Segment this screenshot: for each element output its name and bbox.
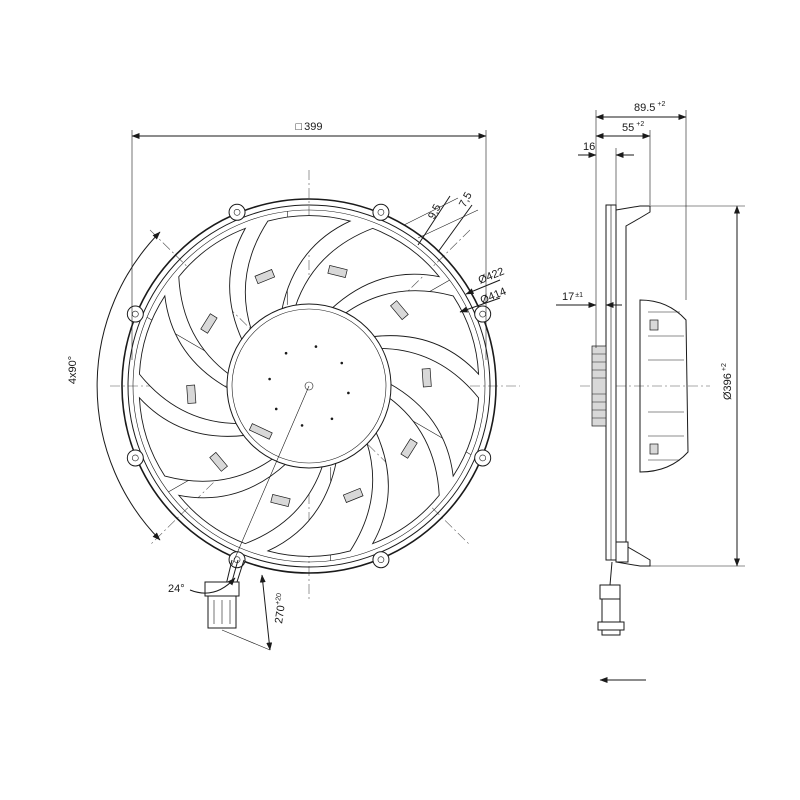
blade-clip	[421, 368, 432, 388]
ring-dim-b-label: 7,5	[457, 190, 475, 209]
mounting-hole	[377, 209, 385, 216]
mounting-hole	[132, 454, 139, 462]
hub-screw	[330, 417, 334, 421]
mounting-ear	[126, 449, 144, 467]
fan-blade	[294, 227, 441, 310]
cable-assembly	[204, 559, 245, 629]
cable-angle-label: 24°	[168, 583, 185, 595]
mounting-ears	[126, 203, 492, 569]
hub-screw	[314, 345, 318, 348]
outer-ring-inner-edge	[127, 204, 491, 568]
mounting-ear	[372, 551, 390, 569]
hub-screw	[274, 407, 278, 411]
motor-hub-inner-edge	[231, 308, 387, 464]
ring-ext-a	[403, 197, 459, 226]
blade-clip	[327, 265, 348, 278]
mounting-ear	[228, 551, 246, 569]
dim-mount-angle: 4x90°	[67, 231, 161, 541]
mount-angle-arc	[96, 231, 161, 541]
motor-boss-fins	[592, 353, 606, 419]
dia-outer-leader	[465, 279, 501, 295]
hub-offset-label: 17±1	[562, 291, 583, 303]
blade-clip	[254, 269, 276, 285]
cable-length-label: 270+20	[272, 593, 289, 625]
fan-blade	[244, 215, 352, 332]
depth-mid-label: 55+2	[622, 121, 644, 134]
mounting-hole	[132, 310, 139, 318]
dim-cable-length: 270+20	[221, 574, 289, 651]
mounting-ear	[126, 305, 144, 323]
width-dim-label: □399	[295, 121, 322, 133]
fan-blade	[138, 396, 275, 482]
side-connector-top	[599, 584, 621, 600]
front-view: □399 9,5 7,5 Ø422 Ø414 4x90° 2	[67, 121, 520, 651]
motor-boss	[591, 345, 607, 427]
side-diameter-label: Ø396+2	[721, 363, 734, 400]
fan-blade	[178, 227, 247, 376]
fan-blade	[371, 396, 440, 545]
mounting-ear	[228, 203, 246, 221]
ring-dim-line-a	[417, 195, 451, 246]
outer-ring	[121, 198, 497, 574]
hub-label-plate	[248, 423, 273, 440]
mounting-hole	[479, 454, 486, 462]
dim-diameters: Ø422 Ø414	[459, 266, 508, 313]
mounting-ear	[474, 305, 492, 323]
mounting-ear	[474, 449, 492, 467]
dim-ring-widths: 9,5 7,5	[403, 190, 479, 253]
hub-screws	[268, 345, 350, 427]
ring-ext-b	[417, 209, 479, 239]
mounting-hole	[479, 310, 486, 318]
mount-angle-label: 4x90°	[67, 356, 79, 384]
hub-center	[304, 381, 314, 391]
side-cable-gland	[615, 541, 629, 563]
depth-frame-label: 16	[583, 141, 595, 153]
blade-clip	[186, 384, 197, 404]
hub-screw	[284, 351, 288, 355]
fan-blade	[177, 462, 324, 545]
hub-screw	[347, 391, 350, 395]
fan-blade	[266, 440, 374, 557]
cable-angle-ray	[231, 385, 310, 566]
ring-dim-a-label: 9,5	[426, 202, 444, 221]
blade-clip-b	[649, 443, 659, 455]
dia-inner-label: Ø414	[479, 286, 508, 307]
fan-blade	[343, 290, 480, 376]
dia-inner-leader	[459, 297, 501, 313]
fan-blade	[379, 347, 480, 478]
fan-blade	[138, 294, 239, 425]
cable-wire-a	[225, 559, 233, 586]
mounting-hole	[233, 209, 241, 216]
depth-total-label: 89.5+2	[634, 101, 666, 114]
cable-ext-line	[221, 629, 271, 651]
blade-clip-a	[649, 319, 659, 331]
hub-screw	[268, 377, 271, 381]
side-connector-latch	[597, 621, 625, 631]
blade-clip	[400, 438, 418, 459]
blade-clip	[342, 487, 364, 503]
side-view: 89.5+2 55+2 16 17±1 Ø396+2	[556, 101, 745, 683]
fan-blades	[138, 215, 480, 557]
blade-profile	[639, 299, 689, 473]
side-cable	[609, 561, 613, 586]
mounting-ear	[372, 203, 390, 221]
blade-profile-lines	[648, 311, 684, 461]
hub-screw	[340, 361, 344, 365]
dim-width-399: □399	[131, 121, 487, 360]
ring-dim-line-b	[437, 204, 473, 253]
mounting-hole	[377, 556, 385, 563]
cable-length-line	[259, 574, 273, 651]
blade-clip	[390, 300, 409, 321]
blade-clip	[209, 451, 228, 472]
blade-clip	[270, 494, 291, 507]
shroud-edge	[132, 209, 486, 563]
cable-wire-c	[235, 559, 245, 586]
blade-clip	[200, 313, 218, 334]
hub-screw	[300, 424, 304, 427]
dim-cable-angle: 24°	[168, 385, 310, 595]
cable-angle-arc	[189, 577, 236, 594]
